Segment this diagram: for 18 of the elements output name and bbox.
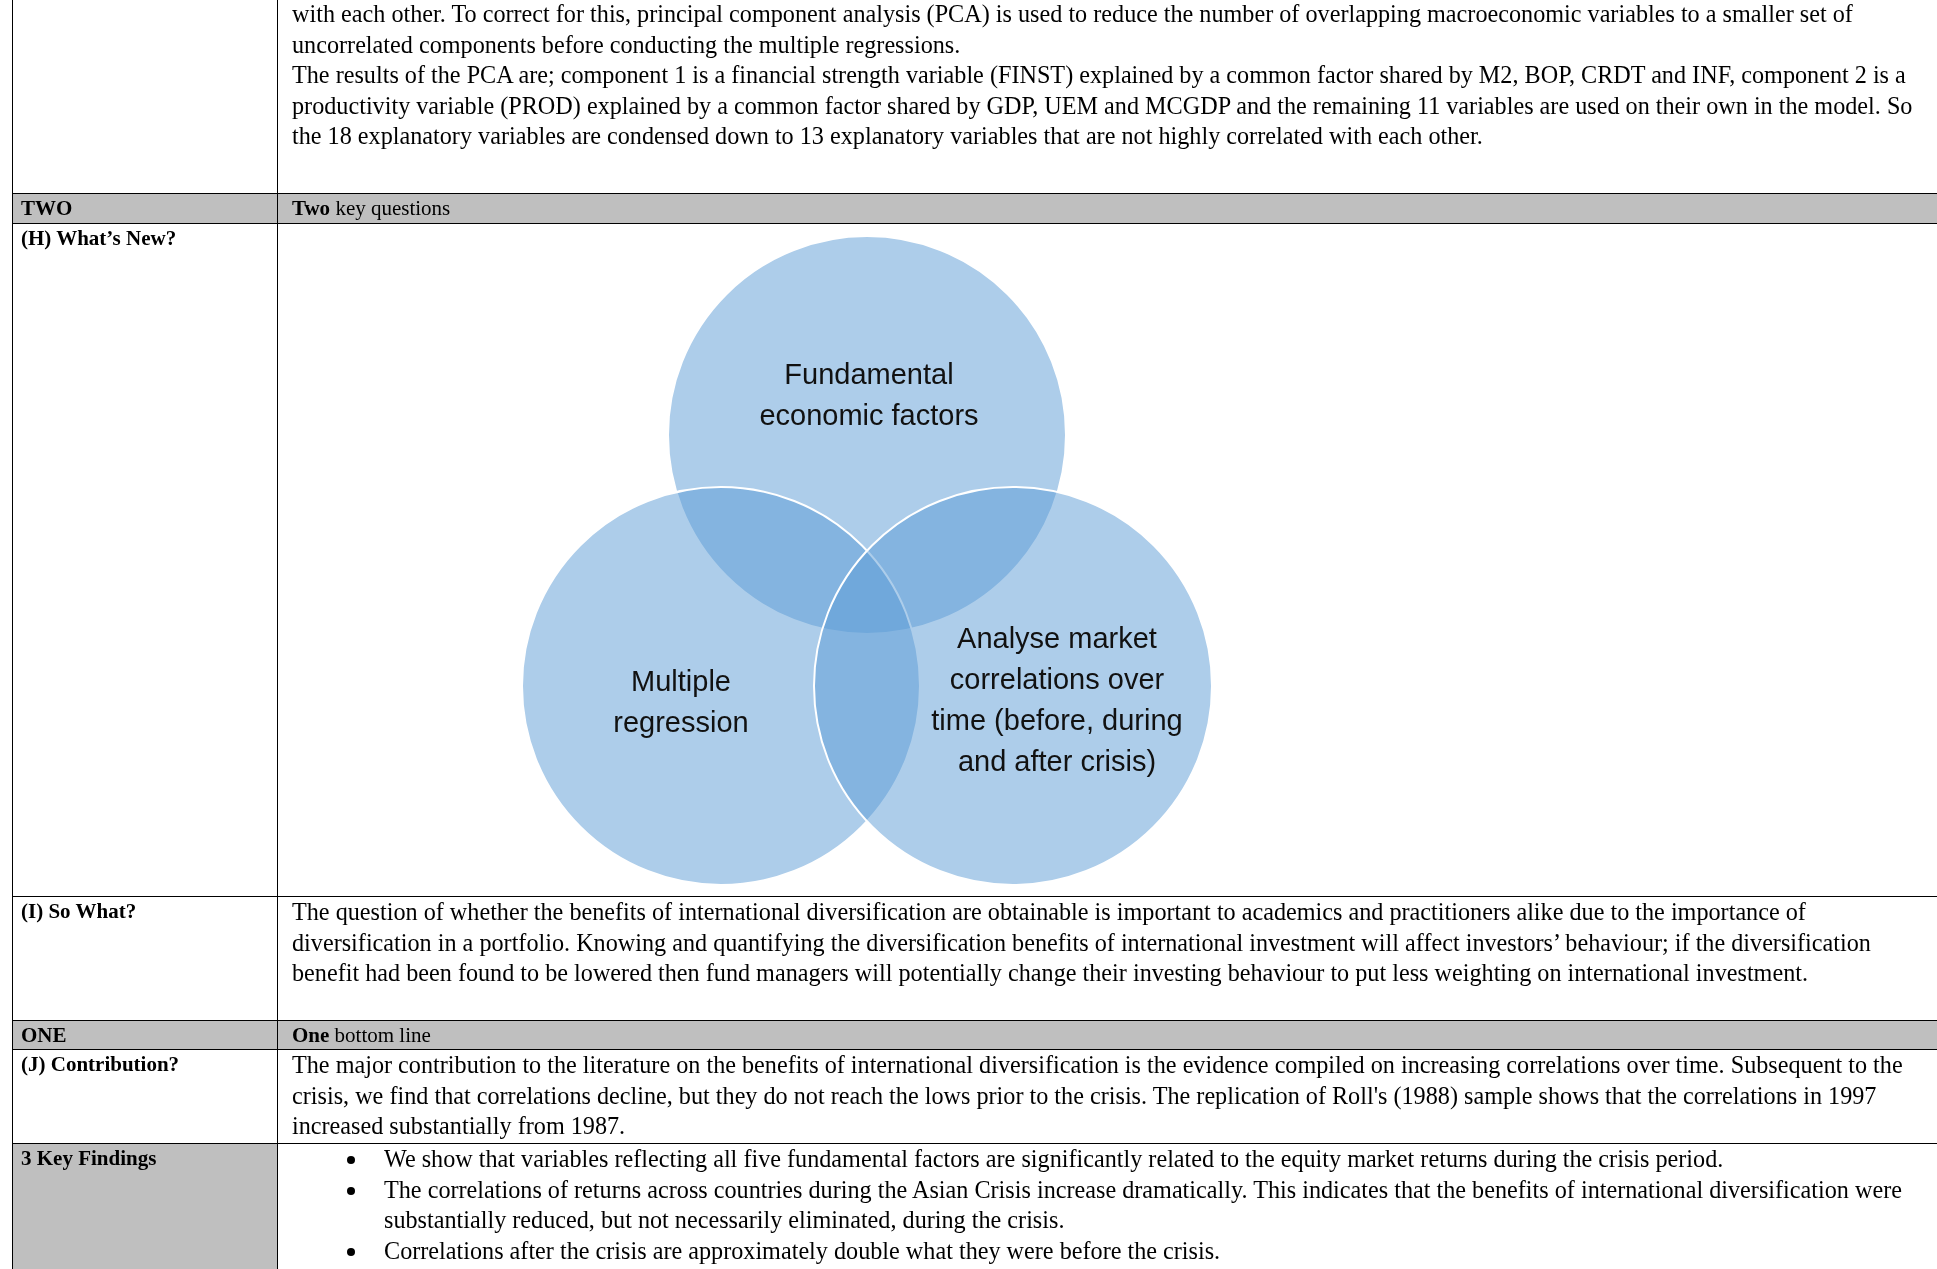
circle-label: Multiple regression [612,664,750,740]
row-heading: (I) So What? [21,898,138,925]
circle-label: Fundamental economic factors [758,357,980,433]
row-heading: (J) Contribution? [21,1051,181,1078]
bullet-text: The correlations of returns across countries during the Asian Crisis increase dramatically. This indicates that the benefits of international diversification were substantially reduced, but not necessarily eliminated, during the crisis. [384,1174,1903,1235]
row-heading: ONE [21,1022,68,1049]
body-text: The results of the PCA are; component 1 is a financial strength variable (FINST) explained by a common factor shared by M2, BOP, CRDT and INF, component 2 is a productivity variable (PROD) explained by a common factor shared by GDP, UEM and MCGDP and the remaining 11 variables are used on their own in the model. So the 18 explanatory variables are condensed down to 13 explanatory variables that are not highly correlated with each other. [292,60,1914,151]
body-text: The major contribution to the literature on the benefits of international diversification is the evidence compiled on increasing correlations over time. Subsequent to the crisis, we find that correlations decline, but they do not reach the lows prior to the crisis. The replication of Roll's (1988) sample shows that the correlations in 1997 increased substantially from 1987. [292,1050,1904,1141]
bullet-text: We show that variables reflecting all five fundamental factors are significantly related to the equity market returns during the crisis period. [384,1144,1724,1174]
row-heading: 3 Key Findings [21,1145,158,1172]
row-text: Two key questions [292,195,452,222]
bullet-text: Correlations after the crisis are approximately double what they were before the crisis. [384,1235,1221,1266]
body-text: The question of whether the benefits of international diversification are obtainable is important to academics and practitioners alike due to the importance of diversification in a portfolio. Knowing and quantifying the diversification benefits of international investment will affect investors’ behaviour; if the diversification benefit had been found to be lowered then fund managers will potentially change their investing behaviour to put less weighting on international investment. [292,897,1872,988]
circle-label: Analyse market correlations over time (before, during and after crisis) [930,621,1184,779]
body-text: with each other. To correct for this, principal component analysis (PCA) is used to reduce the number of overlapping macroeconomic variables to a smaller set of uncorrelated components before conducting the multiple regressions. [292,0,1854,60]
row-heading: TWO [21,195,74,222]
row-heading: (H) What’s New? [21,225,178,252]
row-text: One bottom line [292,1022,432,1049]
